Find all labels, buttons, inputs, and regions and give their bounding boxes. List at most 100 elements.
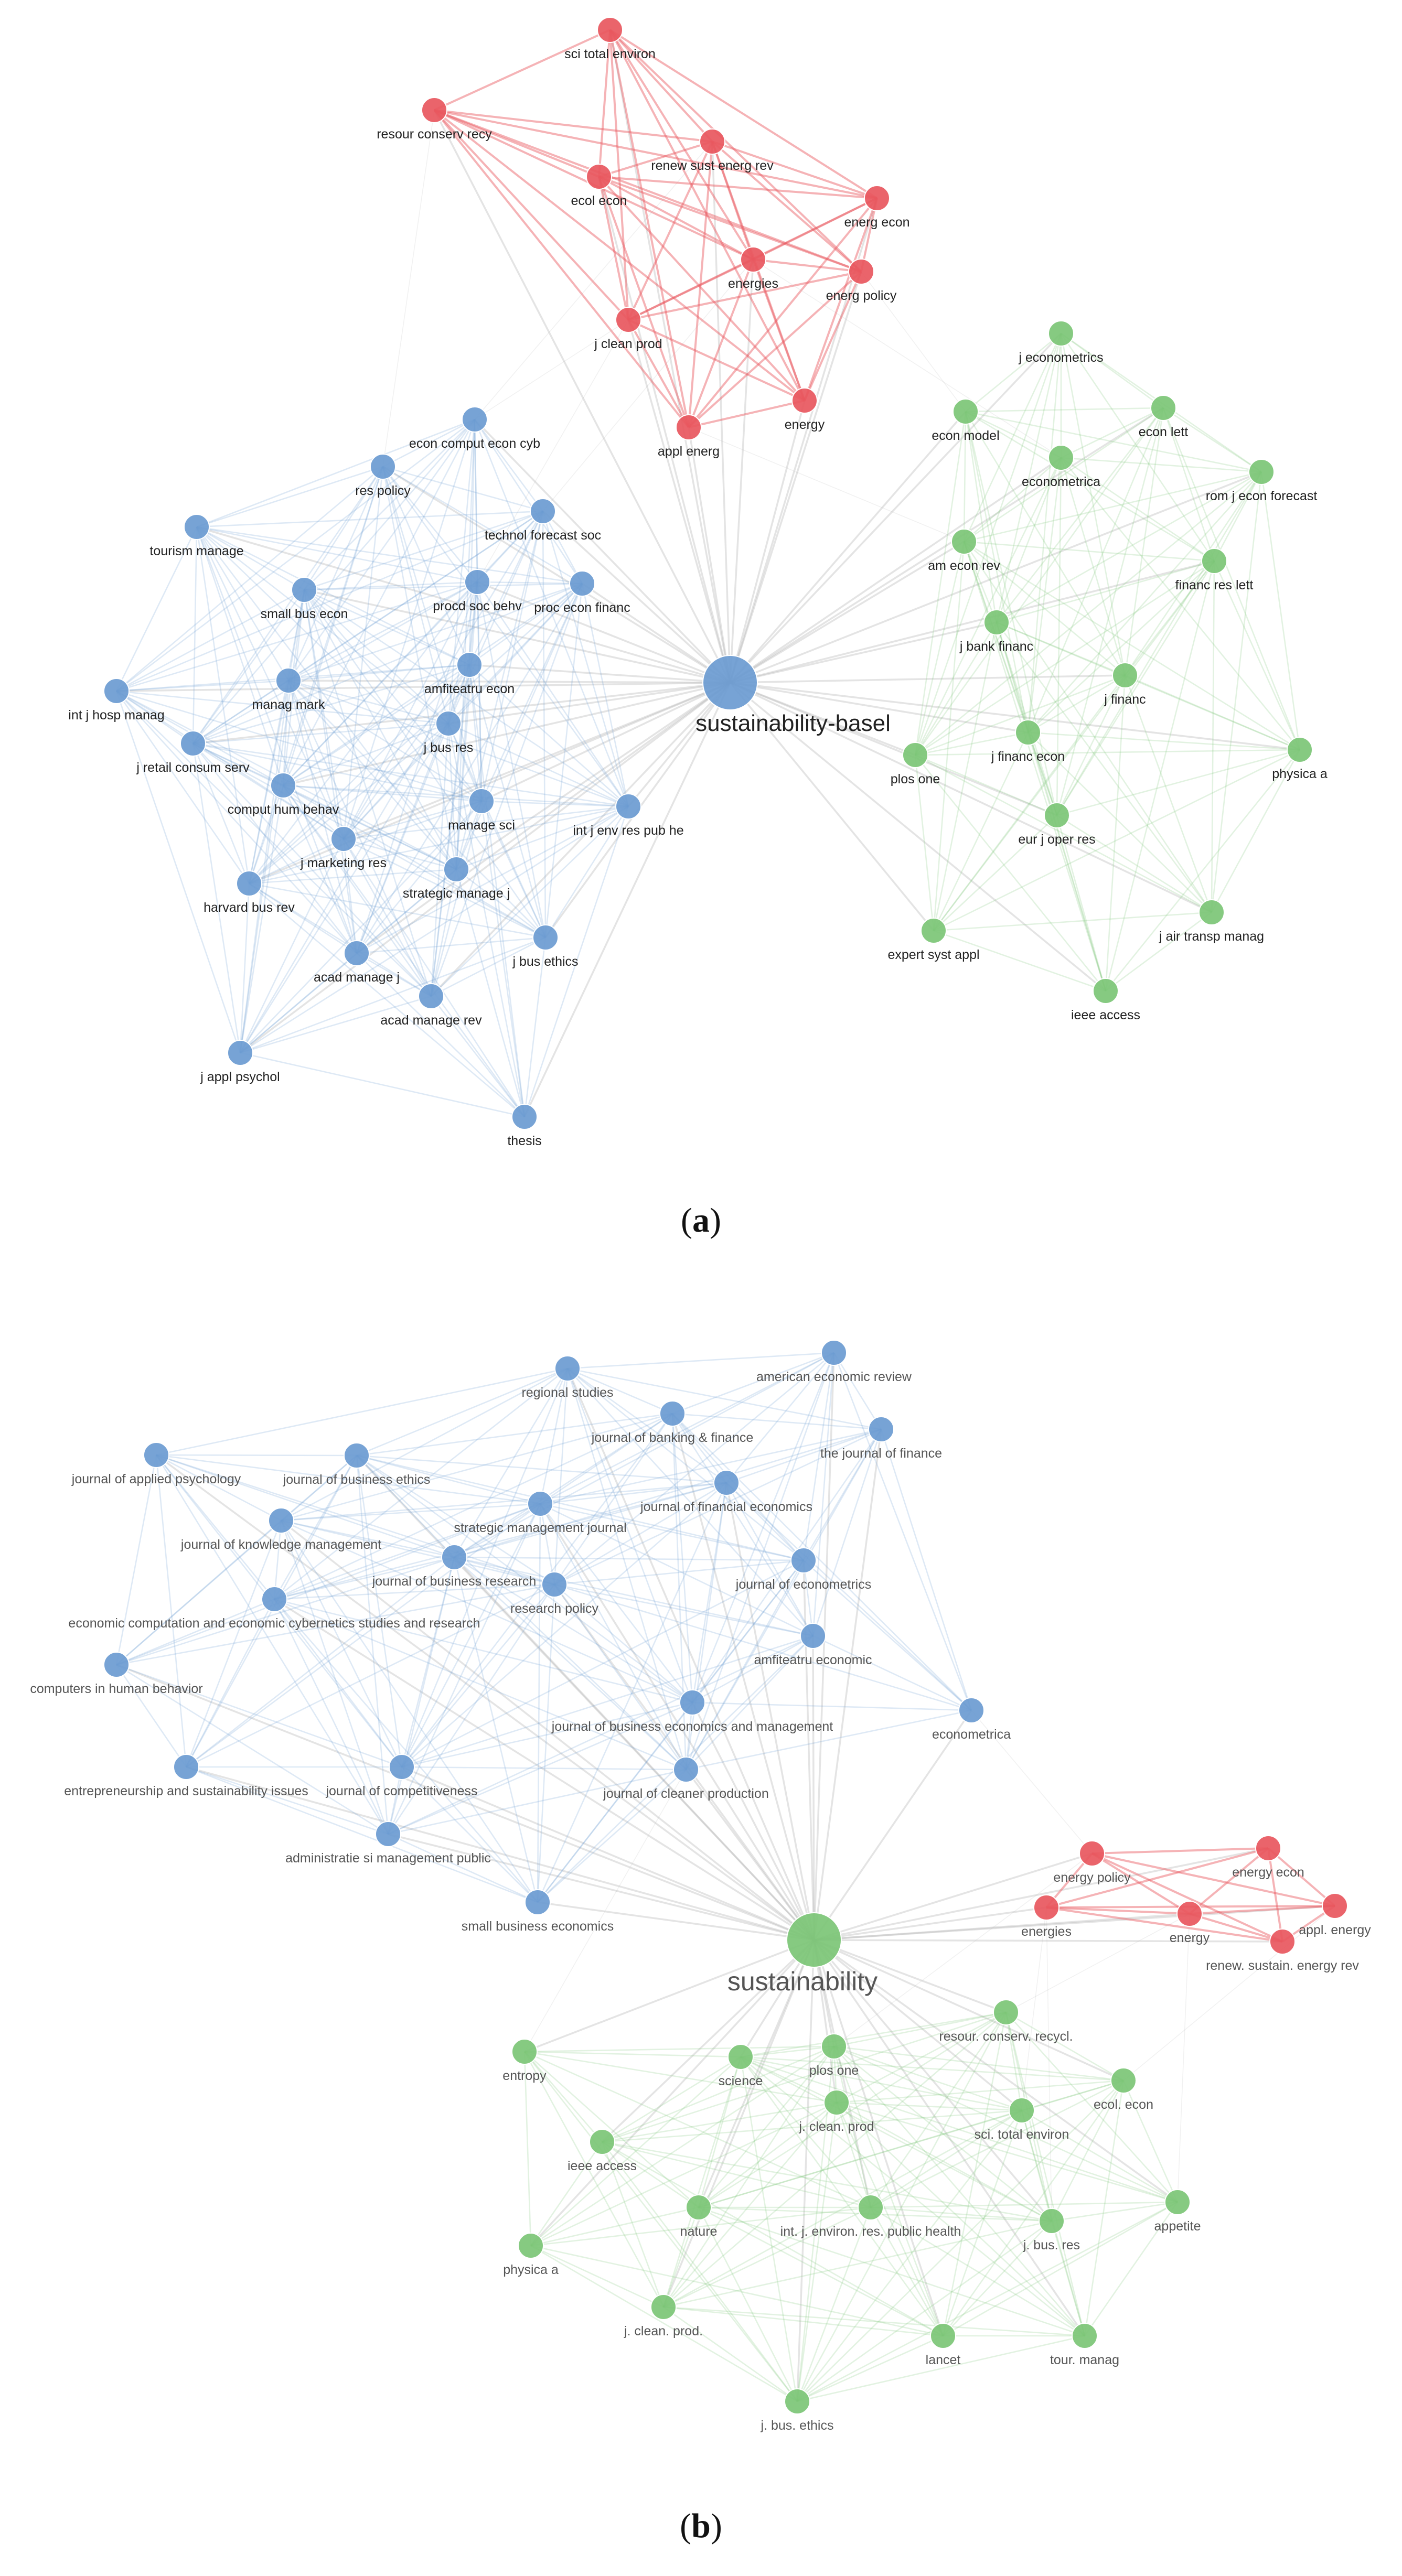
a-edge-econ-comput-econ-cyb--j-marketing-res	[343, 419, 476, 839]
b-edge-journal-of-business-economics-and-management--administratie-si-management-public	[388, 1701, 693, 1835]
b-label-energy-policy: energy policy	[1053, 1870, 1131, 1885]
a-edge-manag-mark--acad-manage-j	[287, 680, 358, 954]
a-edge-small-bus-econ--int-j-hosp-manag	[116, 589, 305, 692]
b-label-nature: nature	[680, 2224, 718, 2239]
b-edge-research-policy--economic-computation-and-economic-cybernetics-studies-and-research	[274, 1583, 555, 1600]
a-edge-procd-soc-behv--int-j-env-res-pub-he	[476, 581, 629, 807]
b-edge-journal-of-business-research--journal-of-competitiveness	[401, 1557, 455, 1767]
a-edge-hub-j-air-transp-manag	[730, 682, 1212, 913]
a-edge-harvard-bus-rev--acad-manage-j	[249, 882, 357, 954]
a-edge-j-retail-consum-serv--int-j-env-res-pub-he	[192, 742, 629, 807]
b-edge-journal-of-econometrics--econometrica	[803, 1560, 972, 1711]
b-edge-hub-energy-policy	[814, 1852, 1093, 1941]
b-edge-regional-studies--journal-of-cleaner-production	[566, 1368, 687, 1770]
a-edge-econ-model--econometrica	[965, 411, 1062, 459]
b-edge-the-journal-of-finance--research-policy	[554, 1428, 882, 1586]
a-edge-am-econ-rev--j-air-transp-manag	[963, 541, 1213, 913]
a-node-int-j-env-res-pub-he	[615, 793, 641, 820]
a-node-technol-forecast-soc	[530, 498, 556, 524]
a-edge-econ-lett--rom-j-econ-forecast	[1163, 407, 1262, 473]
a-label-manag-mark: manag mark	[252, 697, 325, 712]
b-edge-j-clean-prod--int-j-environ-res-public-health	[836, 2102, 872, 2208]
b-edge-hub-j-bus-res	[813, 1939, 1053, 2222]
b-edge-journal-of-applied-psychology--journal-of-business-ethics	[156, 1454, 357, 1457]
a-edge-proc-econ-financ--j-marketing-res	[343, 583, 583, 839]
b-edge-int-j-environ-res-public-health--j-bus-res	[870, 2206, 1052, 2222]
b-edge-entropy--science	[524, 2051, 741, 2058]
a-edge-hub-econ-model	[729, 411, 967, 684]
b-label-journal-of-banking-finance: journal of banking & finance	[591, 1430, 754, 1445]
b-edge-journal-of-business-research--journal-of-business-economics-and-management	[454, 1556, 693, 1704]
b-edge-american-economic-review--journal-of-banking-finance	[672, 1352, 834, 1415]
a-edge-j-bank-financ--j-financ	[996, 621, 1126, 676]
a-edge-econ-lett--econ-model	[965, 407, 1164, 413]
b-edge-appetite--j-bus-ethics	[797, 2201, 1178, 2402]
b-edge-journal-of-business-research--administratie-si-management-public	[387, 1557, 455, 1835]
b-edge-resour-conserv-recycl--j-bus-ethics	[796, 2012, 1007, 2402]
b-edge-regional-studies--economic-computation-and-economic-cybernetics-studies-and-research	[274, 1367, 568, 1600]
b-label-small-business-economics: small business economics	[462, 1919, 614, 1934]
b-edge-strategic-management-journal--economic-computation-and-economic-cybernetics-studies-and-research	[274, 1503, 541, 1600]
b-edge-american-economic-review--journal-of-business-research	[454, 1352, 834, 1558]
a-edge-technol-forecast-soc--j-bus-ethics	[542, 511, 547, 938]
a-edge-hub-j-bus-res	[448, 682, 731, 725]
a-edge-proc-econ-financ--int-j-env-res-pub-he	[581, 583, 629, 807]
a-edge-j-bus-res--j-marketing-res	[343, 723, 449, 839]
a-edge-energies--energy	[752, 259, 806, 401]
b-edge-j-clean-prod--appetite	[836, 2101, 1178, 2203]
a-edge-j-financ--plos-one	[915, 674, 1126, 756]
a-edge-small-bus-econ--j-bus-res	[304, 589, 449, 724]
b-label-entropy: entropy	[502, 2068, 547, 2083]
a-node-sustainability-basel	[702, 655, 758, 710]
b-edge-ecol-econ--lancet	[942, 2080, 1125, 2336]
b-edge-j-clean-prod--j-bus-ethics	[796, 2102, 838, 2402]
b-label-sci-total-environ: sci. total environ	[975, 2127, 1069, 2142]
b-edge-plos-one--int-j-environ-res-public-health	[833, 2046, 872, 2208]
a-edge-tourism-manage--comput-hum-behav	[196, 526, 284, 786]
a-edge-res-policy--small-bus-econ	[303, 466, 384, 590]
b-edge-science--nature	[698, 2056, 742, 2208]
a-edge-j-bus-res--harvard-bus-rev	[249, 723, 449, 885]
a-edge-resour-conserv-recy--res-policy	[382, 110, 435, 467]
a-edge-sci-total-environ--resour-conserv-recy	[434, 29, 611, 111]
b-label-appl-energy: appl. energy	[1299, 1923, 1371, 1937]
a-node-energy	[791, 387, 818, 414]
b-edge-resour-conserv-recycl--ecol-econ	[1005, 2011, 1124, 2082]
a-edge-econ-comput-econ-cyb--int-j-env-res-pub-he	[474, 419, 629, 807]
b-edge-journal-of-banking-finance--econometrica	[672, 1413, 972, 1711]
b-edge-hub-amfiteatru-economic	[812, 1635, 815, 1941]
a-edge-hub-energ-policy	[729, 271, 862, 683]
a-edge-technol-forecast-soc--amfiteatru-econ	[468, 511, 544, 665]
a-edge-res-policy--j-retail-consum-serv	[192, 466, 384, 744]
a-edge-proc-econ-financ--j-bus-ethics	[544, 583, 583, 938]
a-edge-technol-forecast-soc--manage-sci	[480, 511, 544, 802]
a-edge-hub-int-j-hosp-manag	[116, 682, 731, 692]
a-edge-j-bus-res--comput-hum-behav	[283, 723, 449, 786]
b-edge-strategic-management-journal--amfiteatru-economic	[540, 1503, 814, 1637]
b-label-physica-a: physica a	[503, 2262, 559, 2277]
a-edge-resour-conserv-recy--j-clean-prod	[433, 109, 629, 321]
b-edge-resour-conserv-recycl--nature	[698, 2011, 1007, 2208]
a-label-proc-econ-financ: proc econ financ	[534, 600, 630, 615]
a-label-small-bus-econ: small bus econ	[261, 607, 348, 621]
a-edge-comput-hum-behav--manage-sci	[283, 784, 482, 802]
a-label-econometrica: econometrica	[1022, 475, 1100, 489]
b-edge-energy-policy--energy	[1091, 1852, 1191, 1915]
a-node-procd-soc-behv	[464, 569, 490, 595]
b-edge-journal-of-knowledge-management--economic-computation-and-economic-cybernetics-studies-and-research	[273, 1520, 282, 1600]
b-node-administratie-si-management-public	[375, 1821, 401, 1847]
b-edge-nature--j-clean-prod	[662, 2207, 700, 2308]
a-edge-amfiteatru-econ--strategic-manage-j	[455, 664, 470, 870]
a-edge-amfiteatru-econ--j-appl-psychol	[239, 664, 470, 1053]
b-node-ecol-econ	[1110, 2067, 1137, 2094]
a-edge-strategic-manage-j--harvard-bus-rev	[249, 868, 457, 885]
a-edge-tourism-manage--strategic-manage-j	[196, 526, 457, 870]
a-edge-ecol-econ--energ-econ	[598, 176, 877, 199]
a-edge-econ-comput-econ-cyb--amfiteatru-econ	[468, 419, 476, 665]
b-edge-journal-of-business-ethics--journal-of-econometrics	[356, 1454, 804, 1561]
a-edge-resour-conserv-recy--energ-policy	[434, 109, 862, 273]
b-label-ecol-econ: ecol. econ	[1094, 2097, 1153, 2112]
a-edge-amfiteatru-econ--int-j-env-res-pub-he	[469, 664, 629, 807]
a-label-appl-energ: appl energ	[658, 444, 720, 459]
